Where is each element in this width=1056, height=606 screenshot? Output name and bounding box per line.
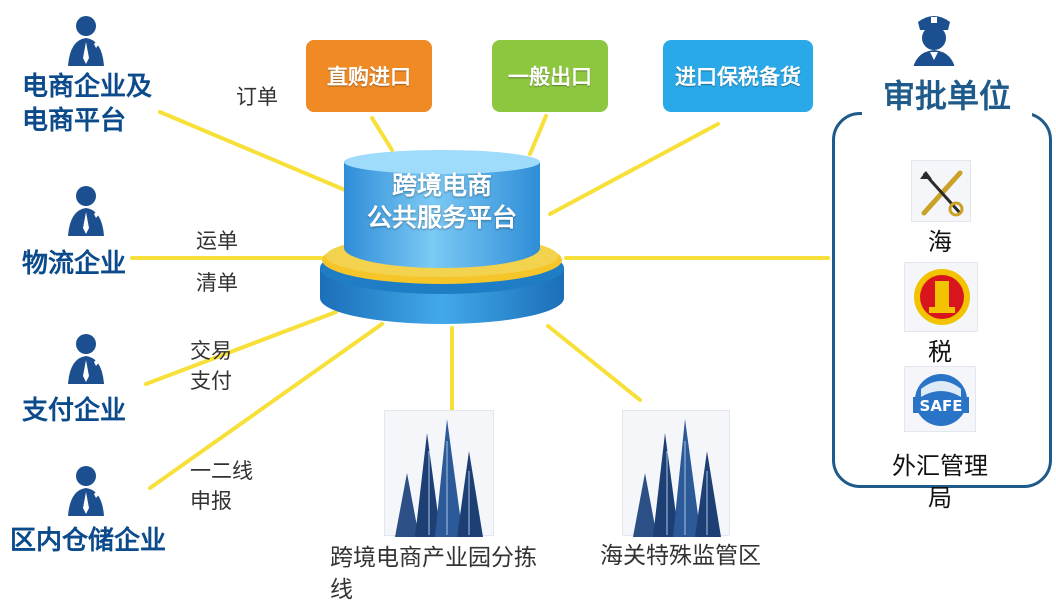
- entity-ecommerce-line2: 电商平台: [22, 106, 127, 136]
- person-icon: [68, 334, 106, 384]
- approval-title: 审批单位: [882, 77, 1011, 115]
- platform-title-line1: 跨境电商: [391, 171, 492, 200]
- tax-emblem-icon: [904, 262, 978, 332]
- mode-bonded-stock: 进口保税备货: [663, 40, 813, 112]
- mode-direct-import: 直购进口: [306, 40, 432, 112]
- connector-ecommerce: [158, 110, 347, 192]
- site-industrial-park-line1: 跨境电商产业园分拣: [330, 545, 537, 571]
- entity-ecommerce-line1: 电商企业及: [22, 72, 153, 102]
- flow-trade-line1: 交易: [190, 339, 232, 363]
- site-industrial-park-line2: 线: [330, 577, 353, 603]
- entity-warehouse: 区内仓储企业: [10, 526, 167, 556]
- building-icon: [622, 410, 730, 537]
- building-icon: [384, 410, 494, 537]
- agency-safe-label-line2: 局: [928, 484, 952, 512]
- flow-waybill: 运单: [196, 229, 238, 253]
- safe-logo-text: SAFE: [920, 397, 963, 415]
- platform-title-line2: 公共服务平台: [366, 203, 517, 232]
- person-icon: [68, 186, 106, 236]
- safe-logo-icon: SAFE: [904, 366, 976, 432]
- person-icon: [68, 16, 106, 66]
- flow-trade-line2: 支付: [190, 369, 232, 393]
- platform-disk: [320, 150, 564, 324]
- mode-general-export: 一般出口: [492, 40, 608, 112]
- connector-warehouse: [148, 322, 384, 490]
- entity-ecommerce: 电商企业及 电商平台: [22, 70, 152, 138]
- connector-mode-direct: [370, 116, 394, 152]
- agency-tax-label: 税: [928, 338, 952, 366]
- flow-trade: 交易 支付: [190, 336, 232, 396]
- connector-mode-export: [528, 114, 548, 156]
- entity-logistics: 物流企业: [22, 249, 127, 279]
- entity-payment: 支付企业: [22, 396, 127, 426]
- agency-safe-label-line1: 外汇管理: [892, 452, 988, 480]
- connector-special-zone: [546, 324, 642, 402]
- officer-icon: [912, 16, 956, 74]
- flow-declare-line2: 申报: [190, 489, 232, 513]
- person-icon: [68, 466, 106, 516]
- customs-emblem-icon: [911, 160, 971, 222]
- agency-customs-label: 海: [928, 228, 952, 256]
- agency-safe-label: 外汇管理 局: [884, 450, 996, 514]
- flow-manifest: 清单: [196, 271, 238, 295]
- site-industrial-park: 跨境电商产业园分拣 线: [330, 542, 537, 606]
- connector-payment: [144, 310, 338, 386]
- site-special-zone: 海关特殊监管区: [600, 543, 761, 569]
- platform-title: 跨境电商 公共服务平台: [342, 170, 542, 234]
- flow-declare: 一二线 申报: [190, 456, 253, 516]
- flow-order: 订单: [236, 85, 278, 109]
- approval-title-box: 审批单位: [862, 66, 1032, 122]
- connector-mode-bonded: [548, 122, 720, 216]
- flow-declare-line1: 一二线: [190, 459, 253, 483]
